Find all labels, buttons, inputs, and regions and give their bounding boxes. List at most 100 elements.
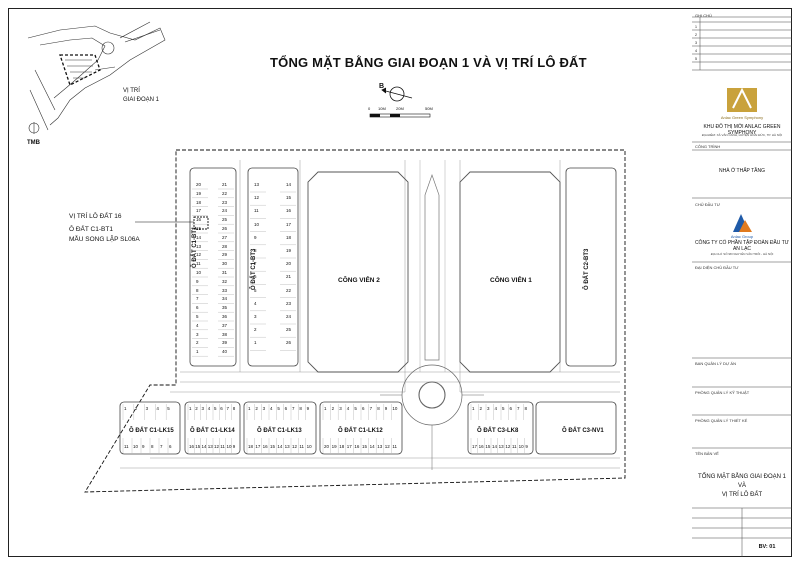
- tb-investor-addr: ĐỊA CHỈ: SỐ 98 NGUYỄN VĂN TRỖI - HÀ NỘI: [710, 252, 774, 256]
- block-outlines: [119, 167, 617, 455]
- callout-line3: MẪU SONG LẬP SL06A: [69, 236, 140, 243]
- tb-role-2: BAN QUẢN LÝ DỰ ÁN: [695, 361, 736, 366]
- lot-number: 18: [339, 444, 345, 449]
- lot-number: 9: [525, 444, 528, 449]
- lot-number: 15: [485, 444, 491, 449]
- lot-number: 5: [254, 287, 257, 293]
- lot-number: 16: [354, 444, 360, 449]
- revision-row-number: 5: [694, 56, 698, 61]
- lot-number: 5: [196, 314, 199, 319]
- lot-number: 13: [284, 444, 290, 449]
- lot-number: 12: [505, 444, 511, 449]
- park-1-outline: [459, 171, 561, 373]
- lot-number: 10: [133, 444, 139, 449]
- lot-number: 14: [492, 444, 498, 449]
- lot-number: 3: [254, 314, 257, 319]
- lot-number: 25: [222, 217, 228, 223]
- lot-number: 38: [222, 331, 228, 337]
- tb-investor-header: CHỦ ĐẦU TƯ: [695, 202, 721, 207]
- lot-number: 3: [196, 331, 199, 337]
- lot-number: 31: [222, 270, 228, 275]
- lot-number: 7: [254, 261, 257, 267]
- lot-number: 2: [196, 340, 199, 346]
- lot-number: 22: [222, 190, 228, 196]
- lot-number: 6: [220, 406, 223, 411]
- lot-number: 6: [362, 406, 365, 411]
- tb-drawing-title-2: VÀ: [737, 483, 746, 489]
- tb-role-4: PHÒNG QUẢN LÝ THIẾT KẾ: [695, 418, 748, 423]
- lot-number: 3: [262, 406, 266, 411]
- lot-number: 3: [339, 406, 342, 411]
- lot-number: 40: [222, 349, 228, 355]
- lot-number: 10: [226, 444, 232, 449]
- revision-row-number: 1: [694, 24, 698, 29]
- lot-number: 16: [189, 444, 195, 449]
- lot-number: 5: [277, 406, 280, 411]
- lot-number: 4: [156, 406, 159, 411]
- lot-number: 13: [207, 444, 213, 449]
- lot-number: 32: [222, 278, 228, 284]
- revision-row-number: 2: [694, 32, 698, 37]
- scale-bar: [369, 113, 431, 118]
- lot-number: 20: [324, 444, 330, 449]
- lot-number: 10: [306, 444, 312, 449]
- revision-row-number: 4: [694, 48, 698, 53]
- lot-number: 9: [142, 444, 145, 449]
- lot-number: 15: [195, 444, 201, 449]
- lot-number: 26: [286, 340, 292, 346]
- lot-number: 14: [201, 444, 207, 449]
- lot-number: 13: [377, 444, 383, 449]
- lot-number: 13: [254, 182, 260, 187]
- lot-number: 2: [331, 406, 335, 411]
- lot-number: 30: [222, 261, 228, 267]
- lot-number: 4: [207, 406, 211, 411]
- park-2-outline: [307, 171, 409, 373]
- lot-number: 14: [196, 234, 202, 240]
- lot-number: 2: [254, 327, 257, 333]
- lot-number: 7: [292, 406, 295, 411]
- lot-number: 6: [284, 406, 288, 411]
- tb-drawing-title-3: VỊ TRÍ LÔ ĐẤT: [721, 492, 763, 498]
- lot-number: 11: [299, 444, 304, 449]
- lot-number: 10: [518, 444, 524, 449]
- scale-1: 10M: [378, 106, 386, 111]
- lot-number: 2: [255, 406, 258, 411]
- lot-number: 6: [169, 444, 172, 449]
- lot-number: 1: [248, 406, 251, 411]
- target-lot-highlight: [193, 216, 209, 230]
- block-c2bt3-label: Ô ĐẤT C2-BT3: [584, 248, 590, 290]
- lot-number: 14: [286, 182, 292, 187]
- lot-number: 11: [124, 444, 129, 449]
- lot-number: 20: [286, 261, 292, 267]
- block-nv1-outline: [535, 401, 617, 455]
- lot-number: 26: [222, 226, 228, 231]
- lot-number: 4: [254, 300, 257, 306]
- lot-number: 13: [196, 243, 202, 249]
- tb-project: KHU ĐÔ THỊ MỚI ANLAC GREEN SYMPHONY: [703, 124, 781, 136]
- lot-number: 11: [512, 444, 517, 449]
- boulevard: [424, 173, 440, 361]
- lot-number: 3: [487, 406, 490, 411]
- block-lk8-label: Ô ĐẤT C3-LK8: [477, 428, 519, 434]
- tb-logo-text: Anlac Green Symphony: [720, 115, 764, 120]
- tb-investor: CÔNG TY CỔ PHẦN TẬP ĐOÀN ĐẦU TƯ AN LẠC: [694, 240, 790, 252]
- scale-0: 0: [368, 106, 371, 111]
- lot-number: 8: [254, 248, 257, 253]
- lot-number: 5: [167, 406, 170, 411]
- lot-number: 18: [248, 444, 254, 449]
- park-areas: [307, 171, 561, 373]
- lot-number: 27: [222, 234, 228, 240]
- tb-project-addr: ĐỊA ĐIỂM: XÃ VÂN CANH, HUYỆN HOÀI ĐỨC, T…: [701, 133, 783, 137]
- block-c2bt3-outline: [565, 167, 617, 367]
- lot-number: 8: [299, 406, 302, 411]
- lot-number: 34: [222, 296, 228, 302]
- lot-number: 8: [377, 406, 380, 411]
- lot-number: 25: [286, 327, 292, 333]
- lot-number: 1: [254, 340, 257, 346]
- lot-number: 1: [124, 406, 127, 411]
- keymap-label-1: VỊ TRÍ: [123, 88, 140, 94]
- lot-number: 3: [201, 406, 205, 411]
- lot-number: 36: [222, 314, 228, 319]
- lot-number: 17: [346, 444, 352, 449]
